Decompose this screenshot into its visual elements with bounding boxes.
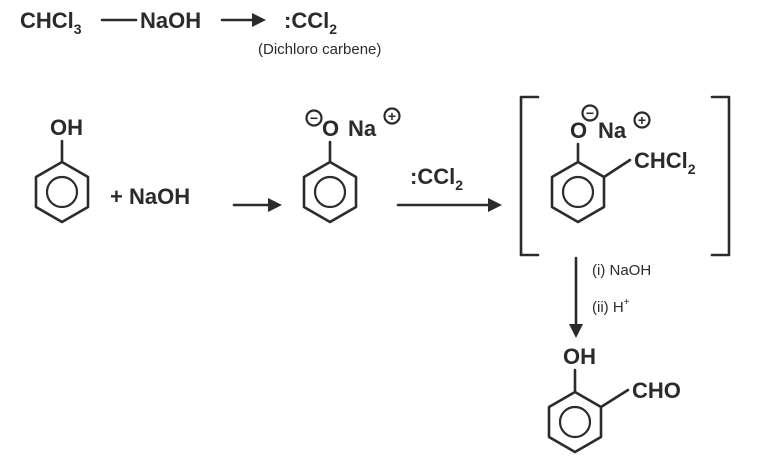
dichlorocarbene-label: :CCl2 xyxy=(284,8,337,37)
intermediate-minus-charge-circle xyxy=(581,104,599,122)
phenoxide-minus-charge-circle xyxy=(305,109,323,127)
intermediate-benzene-ring xyxy=(550,160,606,224)
product-oh-label: OH xyxy=(563,344,596,369)
naoh-label-1: NaOH xyxy=(140,8,201,33)
intermediate-na-label: Na xyxy=(598,118,627,143)
chloroform-label: CHCl3 xyxy=(20,8,82,37)
phenoxide-na-label: Na xyxy=(348,116,377,141)
arrow-1-head xyxy=(268,198,282,212)
intermediate-plus-sign: + xyxy=(638,112,646,128)
intermediate-chcl2-label: CHCl2 xyxy=(634,148,696,177)
product-ring-circle xyxy=(558,405,592,439)
arrow-2-ccl2-label: :CCl2 xyxy=(410,164,463,193)
reagent-acid-label: (ii) H+ xyxy=(592,297,630,316)
phenoxide-o-label: O xyxy=(322,116,339,141)
arrow-2-head xyxy=(488,198,502,212)
phenol-oh-label: OH xyxy=(50,115,83,140)
dichlorocarbene-name: (Dichloro carbene) xyxy=(258,41,381,58)
product-cho-bond xyxy=(599,388,630,409)
phenoxide-ring-circle xyxy=(313,175,347,209)
intermediate-ring-circle xyxy=(561,175,595,209)
step1-arrow-head xyxy=(252,13,266,27)
intermediate-plus-charge-circle xyxy=(633,111,651,129)
intermediate-minus-sign: − xyxy=(586,105,594,121)
reagent-naoh-label: (i) NaOH xyxy=(592,262,651,279)
left-bracket xyxy=(519,95,540,257)
phenoxide-benzene-ring xyxy=(302,160,358,224)
phenoxide-minus-sign: − xyxy=(310,110,318,126)
phenoxide-plus-sign: + xyxy=(388,108,396,124)
product-cho-label: CHO xyxy=(632,378,681,403)
phenol-ring-circle xyxy=(45,175,79,209)
intermediate-o-label: O xyxy=(570,118,587,143)
down-arrow-head xyxy=(569,324,583,338)
phenol-benzene-ring xyxy=(34,160,90,224)
right-bracket xyxy=(710,95,731,257)
phenoxide-plus-charge-circle xyxy=(383,107,401,125)
intermediate-chcl2-bond xyxy=(602,158,632,179)
plus-naoh-label: + NaOH xyxy=(110,184,190,209)
product-benzene-ring xyxy=(547,390,603,454)
